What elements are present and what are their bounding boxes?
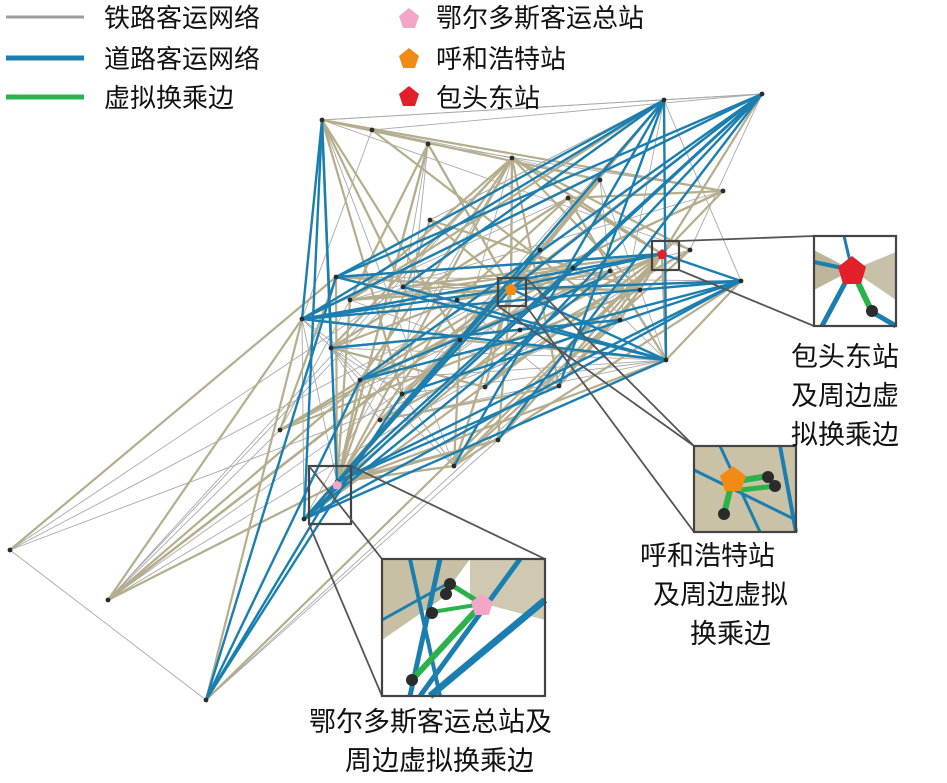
baotou-selection-box: [650, 239, 681, 272]
red-pentagon-icon: [399, 86, 419, 106]
baotou-station-icon: [838, 256, 866, 284]
hohhot-station-icon: [720, 466, 746, 491]
hohhot-callout-caption: 呼和浩特站 及周边虚拟 换乘边: [640, 541, 788, 650]
ordos-inset: [380, 557, 548, 699]
ordos-hub-marker: [332, 480, 342, 489]
legend-item-transfer: 虚拟换乘边: [6, 84, 234, 114]
legend-item-road: 道路客运网络: [6, 45, 260, 75]
hohhot-selection-box: [496, 276, 528, 308]
pink-pentagon-icon: [399, 8, 419, 28]
baotou-hub-marker: [657, 249, 667, 259]
baotou-callout-caption: 包头东站 及周边虚 拟换乘边: [791, 342, 899, 451]
svg-text:鄂尔多斯客运总站及: 鄂尔多斯客运总站及: [309, 707, 552, 738]
svg-text:铁路客运网络: 铁路客运网络: [104, 4, 260, 34]
legend: 铁路客运网络 道路客运网络 虚拟换乘边 鄂尔多斯客运总站 呼和浩特站 包头东站: [6, 4, 644, 114]
hohhot-inset: [692, 444, 798, 534]
svg-text:呼和浩特站: 呼和浩特站: [640, 541, 775, 572]
svg-text:包头东站: 包头东站: [436, 84, 540, 114]
svg-text:呼和浩特站: 呼和浩特站: [436, 45, 566, 75]
svg-text:虚拟换乘边: 虚拟换乘边: [104, 84, 234, 114]
legend-item-baotou: 包头东站: [399, 84, 540, 114]
ordos-selection-box: [307, 464, 353, 526]
orange-pentagon-icon: [399, 48, 419, 68]
svg-text:包头东站: 包头东站: [791, 342, 899, 373]
road-passenger-network-edges: [204, 92, 763, 701]
ordos-callout-caption: 鄂尔多斯客运总站及 周边虚拟换乘边: [309, 707, 552, 777]
svg-text:及周边虚拟: 及周边虚拟: [653, 580, 788, 611]
legend-item-hohhot: 呼和浩特站: [399, 45, 566, 75]
svg-text:拟换乘边: 拟换乘边: [791, 420, 899, 451]
svg-text:换乘边: 换乘边: [690, 619, 771, 650]
svg-text:周边虚拟换乘边: 周边虚拟换乘边: [345, 746, 534, 777]
baotou-inset: [812, 234, 898, 329]
ordos-station-icon: [471, 594, 493, 615]
svg-text:及周边虚: 及周边虚: [791, 381, 899, 412]
callout-connectors: [308, 235, 815, 697]
legend-item-rail: 铁路客运网络: [6, 4, 260, 34]
legend-item-ordos: 鄂尔多斯客运总站: [399, 4, 644, 34]
svg-text:鄂尔多斯客运总站: 鄂尔多斯客运总站: [436, 4, 644, 34]
svg-text:道路客运网络: 道路客运网络: [104, 45, 260, 75]
hohhot-hub-marker: [505, 283, 517, 295]
